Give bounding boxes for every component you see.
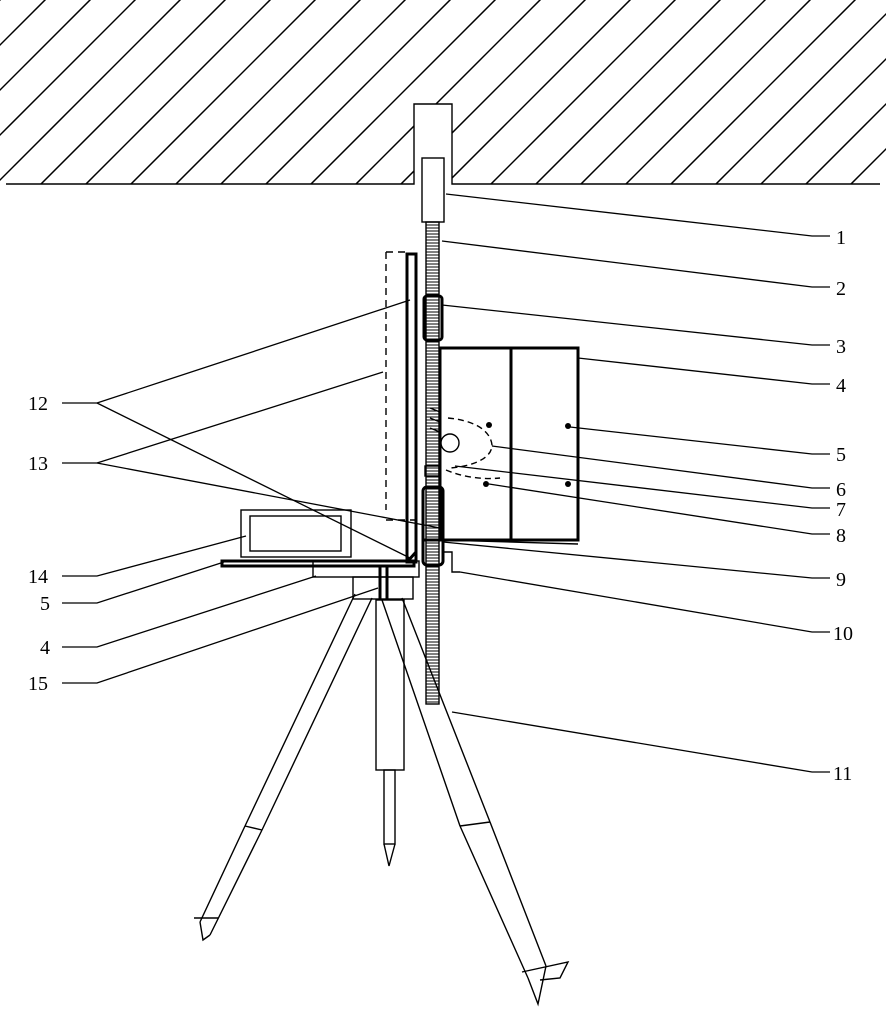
display-device xyxy=(241,510,351,557)
callout-4: 4 xyxy=(836,375,846,397)
callout-15: 15 xyxy=(28,673,48,695)
callout-8: 8 xyxy=(836,525,846,547)
horizontal-tray xyxy=(222,561,419,577)
box-internals xyxy=(425,408,571,487)
callout-3: 3 xyxy=(836,336,846,358)
callout-11: 11 xyxy=(833,763,852,785)
callout-6: 6 xyxy=(836,479,846,501)
callout-10: 10 xyxy=(833,623,853,645)
callout-12: 12 xyxy=(28,393,48,415)
threaded-rod xyxy=(426,222,439,704)
dashed-outline xyxy=(386,252,416,520)
instrument-box xyxy=(440,348,578,544)
small-bracket xyxy=(443,552,460,572)
callout-2: 2 xyxy=(836,278,846,300)
callout-7: 7 xyxy=(836,499,846,521)
callout-4-left: 4 xyxy=(40,637,50,659)
callout-5-left: 5 xyxy=(40,593,50,615)
leader-lines-right xyxy=(442,194,830,772)
ceiling xyxy=(0,0,886,190)
tripod xyxy=(194,594,568,1004)
callout-9: 9 xyxy=(836,569,846,591)
callout-14: 14 xyxy=(28,566,48,588)
callout-13: 13 xyxy=(28,453,48,475)
callout-5: 5 xyxy=(836,444,846,466)
callout-1: 1 xyxy=(836,227,846,249)
anchor-bolt xyxy=(422,158,444,222)
tripod-head xyxy=(353,566,413,600)
leader-lines-left xyxy=(62,300,440,683)
